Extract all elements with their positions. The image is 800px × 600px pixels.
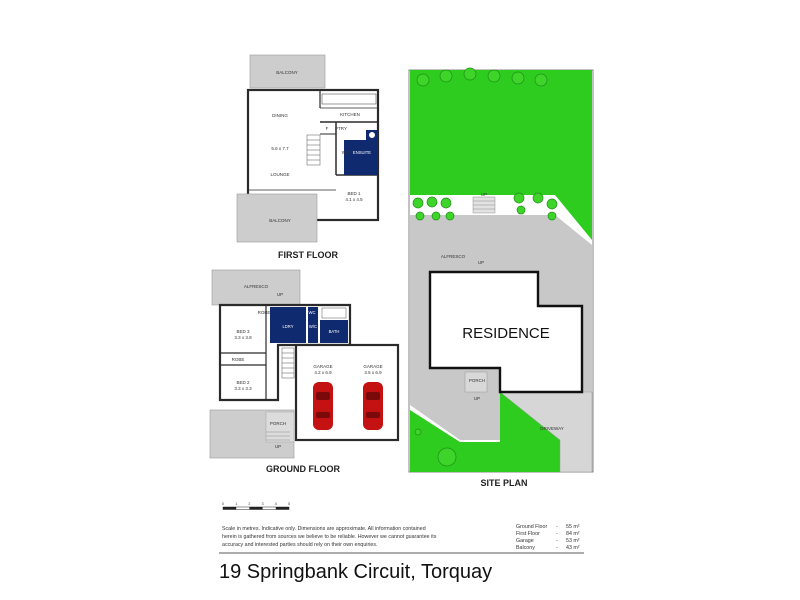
porch-label: PORCH [270,421,286,426]
wir-label: WIR [342,150,351,155]
robe1-label: ROBE [258,310,271,315]
area-value-balcony: 43 m² [566,545,580,551]
bed1-dims: 4.1 x 4.5 [345,197,363,202]
balcony-bottom-label: BALCONY [269,218,291,223]
property-address: 19 Springbank Circuit, Torquay [219,561,492,583]
rear-steps-up-label: UP [481,192,487,197]
scale-tick-0: 0 [222,502,224,506]
area-schedule: Ground Floor - 55 m² First Floor - 84 m²… [516,524,580,551]
ground-floor-stairs [281,347,295,379]
scale-tick-5: 5 [288,502,290,506]
disclaimer-line-3: accuracy and interested parties should r… [222,542,377,548]
laundry-label: LDRY [282,324,293,329]
lounge-label: LOUNGE [270,172,289,177]
bed3-dims: 3.3 x 3.8 [234,335,252,340]
site-porch-up-label: UP [474,396,480,401]
ensuite-label: ENSUITE [353,150,371,155]
balcony-bottom [236,193,318,243]
bath-label: BATH [329,329,340,334]
garage2-dims: 3.5 x 6.9 [364,370,382,375]
area-label-balcony: Balcony [516,545,535,551]
area-label-ground: Ground Floor [516,524,547,530]
bed3-label: BED 3 [236,329,250,334]
car-right [363,382,383,430]
footer: Scale in metres. Indicative only. Dimens… [219,524,584,583]
wc2-label: W/C [309,324,317,329]
porch-up-label: UP [275,444,281,449]
ground-floor-caption: GROUND FLOOR [266,464,340,474]
disclaimer-line-1: Scale in metres. Indicative only. Dimens… [222,526,426,532]
svg-text:-: - [556,545,558,551]
wc-area [308,307,318,343]
scale-tick-4: 4 [275,502,277,506]
scale-tick-2: 2 [248,502,250,506]
disclaimer-line-2: herein is gathered from sources we belie… [222,534,437,540]
area-value-first: 84 m² [566,531,580,537]
bed2-label: BED 2 [236,380,250,385]
site-porch-label: PORCH [469,378,485,383]
pantry-label: PTRY [335,126,347,131]
first-floor-stairs [306,134,321,166]
bed1-label: BED 1 [347,191,361,196]
alfresco-label: ALFRESCO [244,284,269,289]
site-plan: DRIVEWAY UP ALFRESCO UP RESIDENCE PORCH … [408,67,594,488]
balcony-top-label: BALCONY [276,70,298,75]
residence-label: RESIDENCE [462,325,550,342]
scale-bar: 0 1 2 3 4 5 [222,502,290,510]
ground-floor-plan: ALFRESCO UP ROBE WC LDRY W/C BATH BED 3 … [209,269,400,474]
fridge-label: F [326,126,329,131]
dining-label: DINING [272,113,288,118]
wc-label: WC [309,310,316,315]
garage2-label: GARAGE [363,364,382,369]
trees [412,67,558,467]
alfresco-area [211,269,301,306]
svg-text:-: - [556,538,558,544]
residence-footprint [428,270,584,394]
rear-steps [472,196,496,214]
area-value-ground: 55 m² [566,524,580,530]
site-plan-caption: SITE PLAN [480,478,527,488]
area-value-garage: 53 m² [566,538,580,544]
balcony-top [249,54,326,89]
rear-lawn [410,70,592,240]
area-label-first: First Floor [516,531,540,537]
bed2-dims: 3.3 x 3.3 [234,386,252,391]
svg-text:-: - [556,531,558,537]
living-dims: 5.6 x 7.7 [271,146,289,151]
svg-text:-: - [556,524,558,530]
site-alfresco-up-label: UP [478,260,484,265]
ensuite-area [344,140,378,175]
robe2-label: ROBE [232,357,245,362]
alfresco-up-label: UP [277,292,283,297]
bath-area [320,320,348,343]
scale-tick-1: 1 [235,502,237,506]
garage1-label: GARAGE [313,364,332,369]
driveway-label: DRIVEWAY [540,426,564,431]
first-floor-plan: BALCONY DINING KITCHEN PTRY F 5.6 x 7.7 … [236,54,380,260]
first-floor-caption: FIRST FLOOR [278,250,338,260]
scale-tick-3: 3 [262,502,264,506]
kitchen-label: KITCHEN [340,112,360,117]
site-alfresco-label: ALFRESCO [441,254,466,259]
car-left [313,382,333,430]
laundry-area [270,307,306,343]
garage1-dims: 4.2 x 6.9 [314,370,332,375]
area-label-garage: Garage [516,538,534,544]
